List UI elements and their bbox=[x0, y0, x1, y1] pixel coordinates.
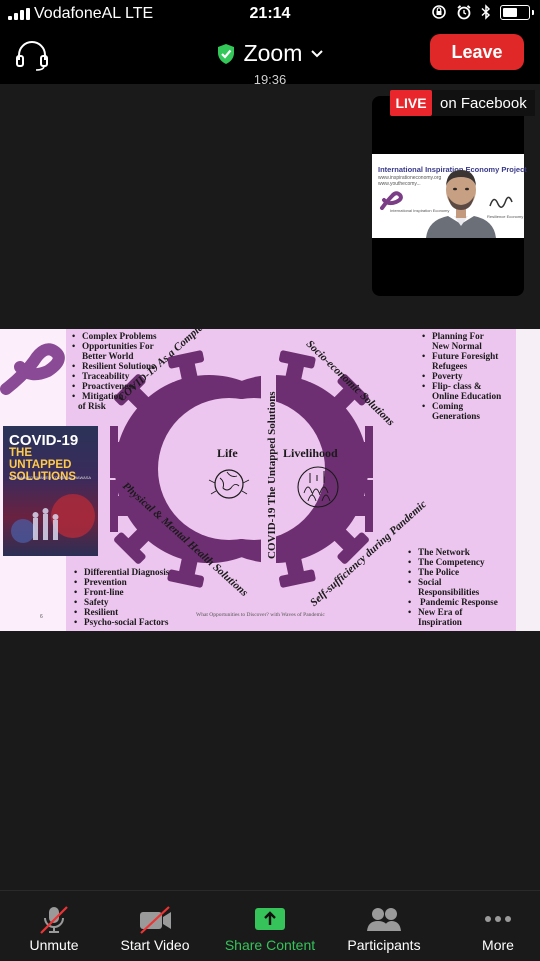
participants-icon bbox=[367, 908, 401, 931]
list-item: Social bbox=[408, 577, 498, 587]
headphones-icon[interactable] bbox=[14, 38, 50, 72]
battery-icon bbox=[500, 4, 534, 20]
book-authors: MOHAMMED SHAHED YOUSIF AL-HAWASA bbox=[9, 475, 92, 480]
list-item: Online Education bbox=[432, 391, 502, 401]
life-label: Life bbox=[217, 446, 238, 460]
thumb-url: www.youthecomy... bbox=[378, 181, 421, 187]
share-content-button[interactable]: Share Content bbox=[216, 891, 324, 961]
slide-right-margin bbox=[516, 329, 540, 631]
book-art bbox=[11, 494, 95, 543]
unmute-button[interactable]: Unmute bbox=[0, 891, 108, 961]
list-item: Coming bbox=[422, 401, 501, 411]
meeting-header: Zoom 19:36 Leave bbox=[0, 28, 540, 87]
thumb-title: International Inspiration Economy Projec… bbox=[378, 165, 527, 174]
list-item: Pandemic Response bbox=[408, 597, 498, 607]
virus-diagram bbox=[110, 329, 373, 631]
thumb-caption: International Inspiration Economy bbox=[390, 208, 450, 213]
unmute-label: Unmute bbox=[29, 937, 79, 953]
leave-button[interactable]: Leave bbox=[430, 34, 524, 70]
book-subtitle: THE UNTAPPED SOLUTIONS bbox=[9, 447, 77, 483]
microphone-muted-icon bbox=[40, 906, 68, 934]
participants-label: Participants bbox=[347, 937, 421, 953]
thumb-caption: Resilience Economy bbox=[487, 214, 524, 219]
book-title: COVID-19 bbox=[9, 432, 79, 449]
participants-button[interactable]: Participants bbox=[330, 891, 438, 961]
list-item: Mitigation bbox=[72, 391, 157, 401]
list-item: Complex Problems bbox=[72, 331, 157, 341]
meeting-name: Zoom bbox=[243, 40, 303, 66]
list-item: Planning For bbox=[422, 331, 501, 341]
bluetooth-icon bbox=[481, 4, 491, 20]
live-badge: LIVE bbox=[390, 90, 432, 116]
list-item: Front-line bbox=[74, 587, 169, 597]
slide-footer-text: What Opportunities to Discover? with Wav… bbox=[196, 612, 325, 618]
status-icons bbox=[431, 4, 534, 20]
list-item: The Network bbox=[408, 547, 498, 557]
video-camera-off-icon bbox=[140, 906, 171, 934]
center-title: COVID-19 The Untapped Solutions bbox=[266, 391, 278, 559]
share-content-label: Share Content bbox=[224, 937, 316, 953]
shield-check-icon bbox=[217, 43, 234, 64]
more-button[interactable]: More bbox=[444, 891, 540, 961]
list-item: Safety bbox=[74, 597, 169, 607]
speaker-image bbox=[426, 170, 496, 238]
crowd-icon bbox=[297, 466, 339, 508]
list-item: New Normal bbox=[432, 341, 482, 351]
top-left-bullet-list: Complex Problems Opportunities For Bette… bbox=[72, 331, 157, 411]
list-item: New Era of bbox=[408, 607, 498, 617]
list-item: The Competency bbox=[408, 557, 498, 567]
shared-slide[interactable]: Complex Problems Opportunities For Bette… bbox=[0, 329, 540, 631]
alarm-icon bbox=[457, 5, 471, 20]
list-item: Poverty bbox=[422, 371, 501, 381]
slide-page-number: 6 bbox=[40, 614, 43, 620]
livelihood-label: Livelihood bbox=[283, 446, 338, 460]
list-item: Proactiveness bbox=[72, 381, 157, 391]
list-item: Psycho-social Factors bbox=[74, 617, 169, 627]
list-item: Inspiration bbox=[418, 617, 462, 627]
list-item: Resilient bbox=[74, 607, 169, 617]
signal-icon bbox=[8, 8, 30, 20]
list-item: Future Foresight bbox=[422, 351, 501, 361]
chevron-down-icon bbox=[311, 49, 324, 57]
carrier-label: VodafoneAL LTE bbox=[34, 5, 154, 22]
list-item: Prevention bbox=[74, 577, 169, 587]
wave-logo-icon bbox=[489, 196, 513, 208]
orientation-lock-icon bbox=[432, 5, 446, 19]
meeting-toolbar: Unmute Start Video Share Content Partici… bbox=[0, 890, 540, 961]
thumb-url: www.inspirationeconomy.org bbox=[378, 175, 442, 181]
battery-level bbox=[503, 7, 517, 17]
list-item: of Risk bbox=[78, 401, 106, 411]
meeting-title-button[interactable]: Zoom bbox=[216, 40, 325, 67]
globe-icon bbox=[208, 469, 250, 499]
list-item: The Police bbox=[408, 567, 498, 577]
ribbon-logo-icon bbox=[0, 343, 65, 395]
list-item: Generations bbox=[432, 411, 480, 421]
list-item: Opportunities For bbox=[72, 341, 157, 351]
share-screen-icon bbox=[255, 908, 285, 930]
ribbon-logo-icon bbox=[380, 191, 403, 210]
list-item: Differential Diagnosis bbox=[74, 567, 169, 577]
book-cover-image: COVID-19 THE UNTAPPED SOLUTIONS MOHAMMED… bbox=[3, 426, 98, 556]
list-item: Refugees bbox=[432, 361, 468, 371]
list-item: Resilient Solutions bbox=[72, 361, 157, 371]
start-video-label: Start Video bbox=[120, 937, 190, 953]
list-item: Flip- class & bbox=[422, 381, 501, 391]
list-item: Traceability bbox=[72, 371, 157, 381]
list-item: Better World bbox=[82, 351, 134, 361]
live-stream-label: on Facebook bbox=[432, 90, 535, 116]
start-video-button[interactable]: Start Video bbox=[101, 891, 209, 961]
more-dots-icon bbox=[485, 916, 511, 922]
bottom-left-bullet-list: Differential Diagnosis Prevention Front-… bbox=[74, 567, 169, 627]
top-right-bullet-list: Planning For New Normal Future Foresight… bbox=[422, 331, 501, 421]
list-item: Responsibilities bbox=[418, 587, 480, 597]
bottom-right-bullet-list: The Network The Competency The Police So… bbox=[408, 547, 498, 627]
more-label: More bbox=[482, 937, 514, 953]
status-bar: VodafoneAL LTE 21:14 bbox=[0, 0, 540, 28]
